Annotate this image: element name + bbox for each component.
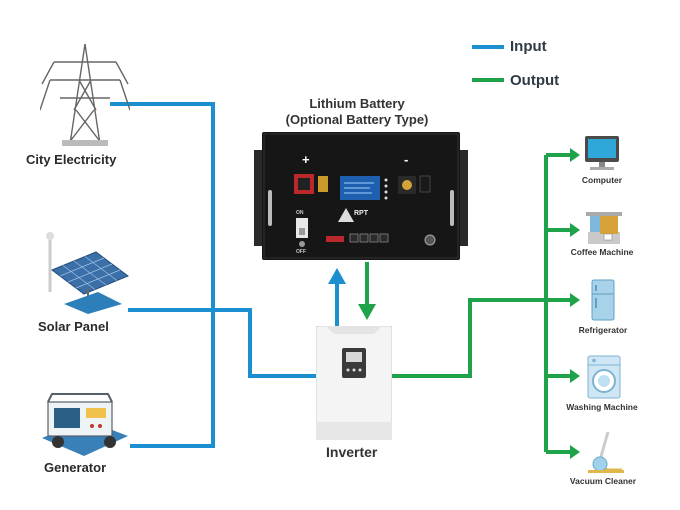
coffee-machine-icon [586,212,622,244]
source-label-solar-panel: Solar Panel [38,319,109,334]
battery-title-line1: Lithium Battery [309,96,405,111]
generator-icon [42,393,128,456]
lithium-battery: + - RPT ON OFF [254,132,468,260]
battery-switch-on-label: ON [296,210,304,216]
battery-switch-off-label: OFF [296,249,306,255]
output-label-washing-machine: Washing Machine [566,402,638,412]
arrow-up-to-battery [328,268,346,284]
solar-panel-icon [46,232,130,314]
source-label-generator: Generator [44,460,107,475]
output-label-computer: Computer [581,175,623,185]
inverter-icon [316,326,392,440]
battery-positive-sign: + [302,152,310,167]
arrow-down-to-inverter [358,304,376,320]
input-lines [110,102,339,448]
legend-input-label: Input [510,38,547,55]
source-label-city-electricity: City Electricity [26,152,117,167]
output-label-vacuum-cleaner: Vacuum Cleaner [569,476,637,486]
power-tower-icon [40,43,130,146]
battery-title-line2: (Optional Battery Type) [285,112,429,127]
battery-title: Lithium Battery (Optional Battery Type) [262,96,452,128]
washing-machine-icon [587,355,621,399]
inverter-label: Inverter [326,444,378,460]
computer-icon [585,136,619,170]
refrigerator-icon [591,279,615,321]
output-label-refrigerator: Refrigerator [578,325,628,335]
output-arrowheads [570,148,580,459]
vacuum-cleaner-icon [588,431,624,473]
output-lines [365,153,572,454]
battery-body [254,132,468,260]
legend-output-label: Output [510,72,560,89]
output-label-coffee-machine: Coffee Machine [570,247,634,257]
battery-negative-sign: - [404,152,409,167]
battery-brand-logo: RPT [354,210,368,217]
